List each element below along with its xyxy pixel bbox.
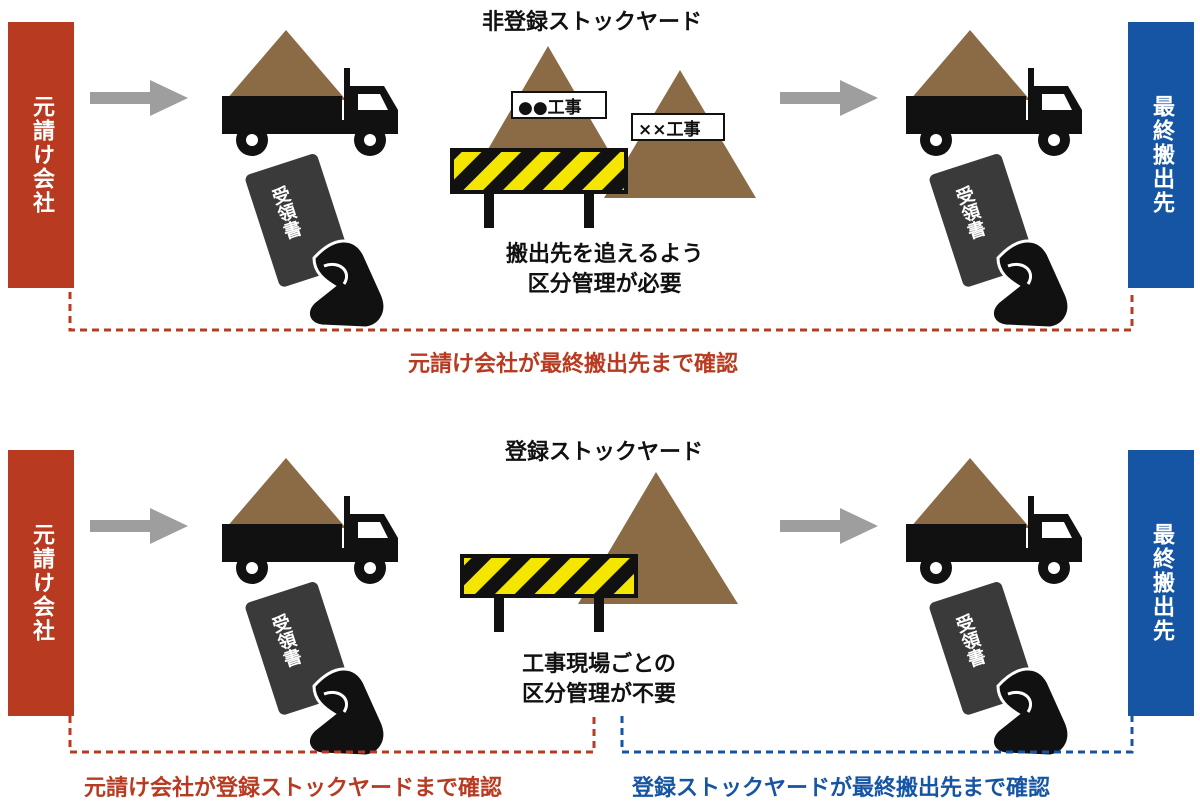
top-left-receipt-hand xyxy=(242,151,387,330)
bottom-left-receipt-hand xyxy=(242,579,387,758)
top-right-truck xyxy=(906,30,1082,156)
bottom-note: 工事現場ごとの 区分管理が不要 xyxy=(522,650,676,710)
top-barricade xyxy=(450,148,628,194)
top-note-line-1: 搬出先を追えるよう xyxy=(506,242,704,267)
top-sign-1 xyxy=(511,91,607,119)
bottom-arrow-right xyxy=(780,508,878,544)
bottom-right-box-destination: 最終搬出先 xyxy=(1128,450,1194,716)
top-caption: 元請け会社が最終搬出先まで確認 xyxy=(408,352,739,377)
bottom-right-truck xyxy=(906,458,1082,584)
top-sign-2 xyxy=(631,113,725,141)
bottom-arrow-left xyxy=(90,508,188,544)
bottom-title: 登録ストックヤード xyxy=(505,440,704,465)
bottom-left-dashed-bracket xyxy=(68,716,596,754)
top-right-box-destination: 最終搬出先 xyxy=(1128,22,1194,288)
top-sign-2-label: ××工事 xyxy=(638,120,701,140)
bottom-left-box-label: 元請け会社 xyxy=(29,523,54,643)
bottom-note-line-2: 区分管理が不要 xyxy=(522,682,677,707)
top-left-box-contractor: 元請け会社 xyxy=(8,22,74,288)
bottom-barricade xyxy=(460,554,638,598)
top-dashed-bracket xyxy=(68,292,1134,332)
top-left-truck xyxy=(222,30,398,156)
bottom-left-truck xyxy=(222,458,398,584)
bottom-right-box-label: 最終搬出先 xyxy=(1149,523,1174,643)
bottom-right-receipt-hand xyxy=(926,579,1071,758)
top-right-box-label: 最終搬出先 xyxy=(1149,95,1174,215)
bottom-caption-left: 元請け会社が登録ストックヤードまで確認 xyxy=(84,776,503,801)
top-sign-1-label: ●●工事 xyxy=(518,98,582,118)
top-title: 非登録ストックヤード xyxy=(482,10,703,35)
bottom-caption-right: 登録ストックヤードが最終搬出先まで確認 xyxy=(632,776,1051,801)
top-right-receipt-hand xyxy=(926,151,1071,330)
top-note-line-2: 区分管理が必要 xyxy=(527,272,682,297)
top-arrow-right xyxy=(780,80,878,116)
bottom-note-line-1: 工事現場ごとの xyxy=(522,652,676,677)
bottom-right-dashed-bracket xyxy=(620,716,1134,754)
bottom-left-box-contractor: 元請け会社 xyxy=(8,450,74,716)
top-left-box-label: 元請け会社 xyxy=(29,95,54,215)
top-arrow-left xyxy=(90,80,188,116)
top-note: 搬出先を追えるよう 区分管理が必要 xyxy=(506,240,703,300)
